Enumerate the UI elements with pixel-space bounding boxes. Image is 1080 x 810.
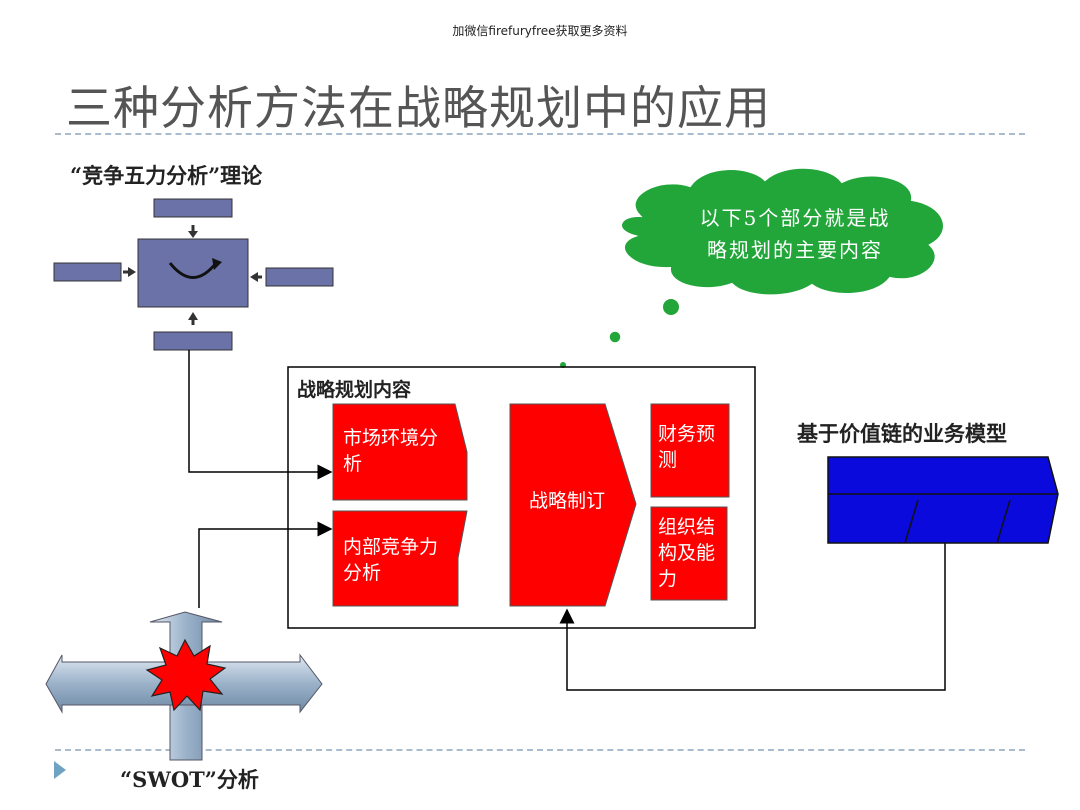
content-title: 战略规划内容 (297, 379, 412, 401)
bullet-icon (54, 761, 66, 779)
swot-connector (198, 521, 333, 608)
top-divider (55, 133, 1025, 135)
finance-label: 财务预测 (658, 423, 716, 471)
swot-cross-graphic (45, 611, 323, 761)
rivalry-curve-icon (168, 262, 218, 279)
bottom-divider (55, 749, 1025, 751)
value-chain-connector (559, 543, 946, 691)
value-chain-title: 基于价值链的业务模型 (797, 421, 1007, 446)
strategy-box (509, 403, 637, 607)
swot-title: “SWOT”分析 (120, 767, 259, 792)
force-box-right (265, 267, 334, 287)
force-box-left (53, 262, 122, 282)
force-box-top (153, 198, 233, 218)
force-box-center (137, 238, 249, 308)
porter-five-forces-diagram (53, 198, 334, 351)
strategy-label: 战略制订 (528, 490, 605, 512)
org-box (650, 506, 728, 601)
watermark-text: 加微信firefuryfree获取更多资料 (452, 24, 628, 38)
internal-box (332, 510, 468, 607)
value-chain-shape (827, 456, 1059, 544)
burst-icon (145, 638, 227, 712)
cloud-line-2: 略规划的主要内容 (707, 238, 883, 262)
porter-connector (188, 350, 333, 480)
internal-label: 内部竞争力分析 (343, 536, 439, 584)
content-container (287, 366, 756, 629)
market-label: 市场环境分析 (343, 427, 439, 475)
porter-title: “竞争五力分析”理论 (70, 163, 263, 188)
thought-cloud (560, 166, 945, 368)
page-title: 三种分析方法在战略规划中的应用 (66, 81, 771, 135)
org-label: 组织结构及能力 (658, 516, 716, 590)
cloud-line-1: 以下5个部分就是战 (699, 206, 891, 230)
finance-box (650, 403, 730, 498)
market-box (332, 403, 468, 501)
force-box-bottom (153, 331, 233, 351)
cloud-text: 以下5个部分就是战 略规划的主要内容 (650, 202, 940, 266)
